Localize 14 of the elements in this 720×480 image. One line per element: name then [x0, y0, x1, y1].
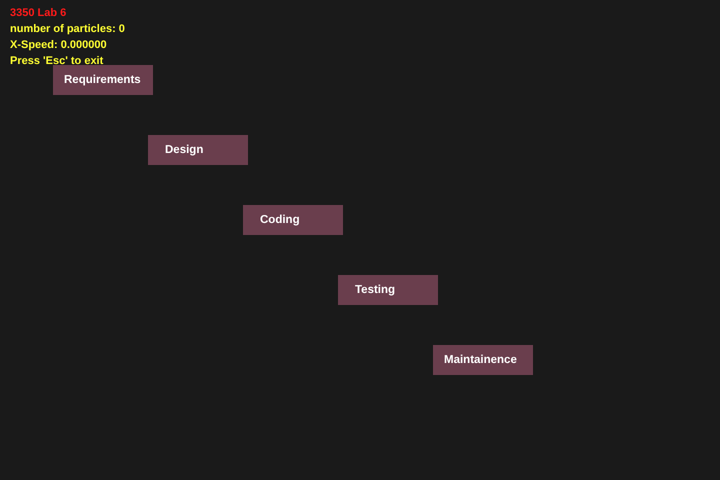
title: 3350 Lab 6 — [10, 7, 66, 20]
stage-box — [338, 275, 438, 305]
stage-label: Coding — [260, 214, 300, 226]
stage-box — [53, 65, 153, 95]
stage-label: Maintainence — [444, 354, 517, 366]
stage-label: Requirements — [64, 74, 141, 86]
stage-box — [243, 205, 343, 235]
status-text: Press 'Esc' to exit — [10, 55, 104, 68]
status-text: number of particles: 0 — [10, 23, 125, 36]
status-text: X-Speed: 0.000000 — [10, 39, 107, 52]
stage-label: Design — [165, 144, 204, 156]
stage-box — [433, 345, 533, 375]
stage-label: Testing — [355, 284, 396, 296]
stage-box — [148, 135, 248, 165]
